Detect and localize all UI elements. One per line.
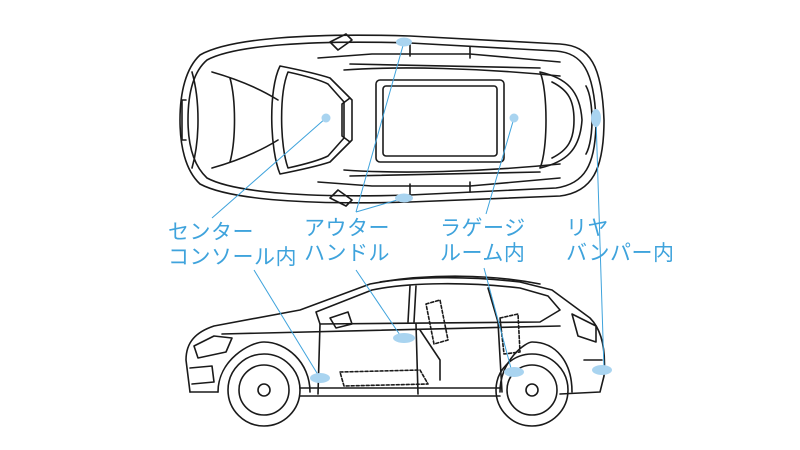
label-luggage-room: ラゲージ ルーム内: [440, 216, 526, 266]
marker-luggage-room-top: [509, 113, 519, 123]
marker-rear-bumper-top: [591, 109, 601, 127]
marker-rear-bumper-side: [592, 365, 612, 375]
marker-center-console-side: [310, 373, 330, 383]
marker-luggage-room-side: [504, 367, 524, 377]
leader-lines: [211, 41, 605, 379]
label-outer-handle-line1: アウター: [304, 216, 390, 240]
label-center-console-line2: コンソール内: [168, 245, 297, 269]
label-rear-bumper-line2: バンパー内: [566, 241, 675, 265]
marker-outer-handle-top-upper: [396, 37, 412, 47]
label-luggage-room-line2: ルーム内: [440, 241, 526, 265]
marker-outer-handle-side: [393, 333, 415, 343]
car-top-view: [179, 33, 605, 207]
label-center-console-line1: センター: [168, 220, 254, 244]
label-outer-handle-line2: ハンドル: [304, 241, 390, 265]
label-rear-bumper-line1: リヤ: [566, 216, 609, 240]
marker-outer-handle-top-lower: [395, 193, 413, 203]
location-markers: [310, 37, 612, 383]
label-outer-handle: アウター ハンドル: [304, 216, 390, 266]
marker-center-console-top: [321, 113, 331, 123]
label-luggage-room-line1: ラゲージ: [440, 216, 526, 240]
label-center-console: センター コンソール内: [168, 220, 297, 270]
car-side-view: [185, 275, 606, 427]
label-rear-bumper: リヤ バンパー内: [566, 216, 675, 266]
